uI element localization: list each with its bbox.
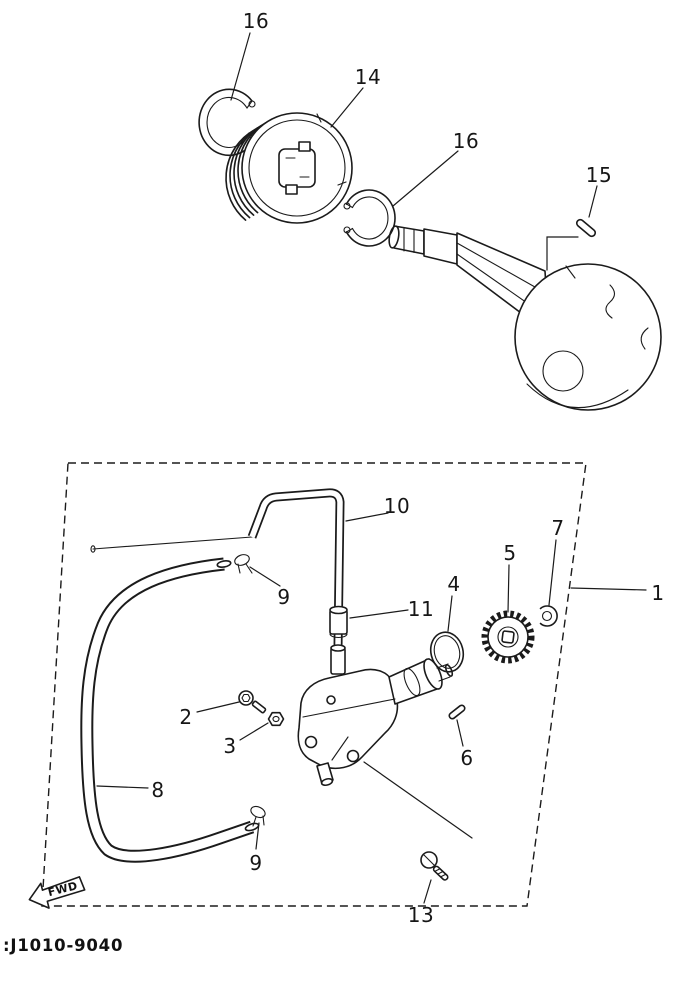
pin-drawing xyxy=(448,704,466,720)
hose-clip-upper-drawing xyxy=(234,554,253,574)
callout-2: 2 xyxy=(179,705,193,729)
pipe-joint-drawing xyxy=(329,605,348,639)
o-ring-drawing xyxy=(429,631,465,673)
callout-1: 1 xyxy=(651,581,665,605)
part-code: :J1010-9040 xyxy=(3,936,124,955)
callout-9-lower: 9 xyxy=(249,851,263,875)
nut-washer-drawing xyxy=(267,711,285,727)
pump-gear-drawing xyxy=(481,610,535,664)
callout-8: 8 xyxy=(151,778,165,802)
screw-drawing xyxy=(363,761,473,881)
dowel-pin-drawing xyxy=(546,218,597,271)
callout-4: 4 xyxy=(447,572,461,596)
callout-14: 14 xyxy=(354,65,382,89)
callout-16-top: 16 xyxy=(242,9,270,33)
hose-clip-lower-drawing xyxy=(250,805,266,827)
oil-pipe-drawing xyxy=(90,488,345,649)
lock-washer-drawing xyxy=(539,605,558,627)
pulley-drawing xyxy=(225,112,353,224)
bolt-drawing xyxy=(238,690,267,714)
callout-leader-lines xyxy=(96,32,647,904)
callout-6: 6 xyxy=(460,746,474,770)
flywheel-disc-drawing xyxy=(514,263,662,411)
fwd-arrow: FWD xyxy=(28,876,86,909)
callout-11: 11 xyxy=(407,597,435,621)
callout-16-shaft: 16 xyxy=(452,129,480,153)
snap-ring-shaft-drawing xyxy=(343,189,396,247)
callout-5: 5 xyxy=(503,541,517,565)
oil-hose-drawing xyxy=(80,557,260,863)
callout-10: 10 xyxy=(383,494,411,518)
callout-3: 3 xyxy=(223,734,237,758)
assembly-group-box xyxy=(41,462,587,907)
callout-9-upper: 9 xyxy=(277,585,291,609)
callout-7: 7 xyxy=(551,516,565,540)
callout-13: 13 xyxy=(407,903,435,927)
callout-15: 15 xyxy=(585,163,613,187)
oil-pump-drawing xyxy=(297,644,454,787)
